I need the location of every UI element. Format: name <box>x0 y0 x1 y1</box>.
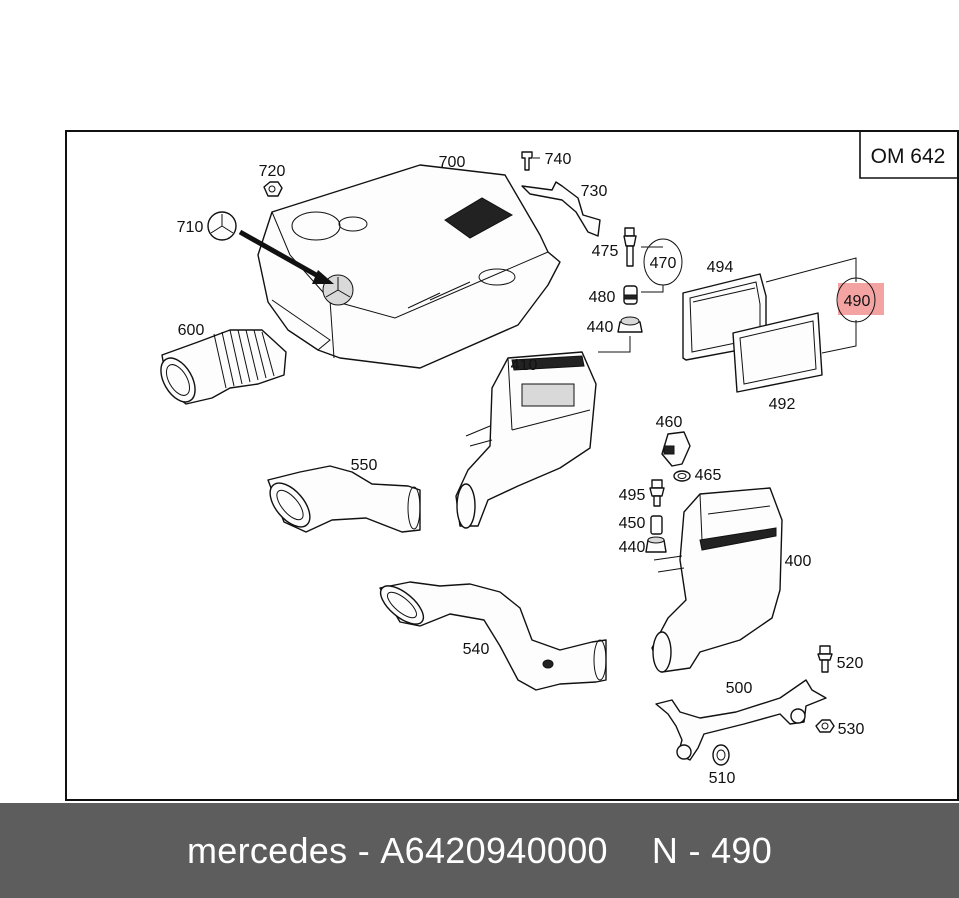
callout-710: 710 <box>177 219 204 236</box>
highlighted-callout-490[interactable]: 490 <box>836 277 884 323</box>
sleeve-480[interactable] <box>623 285 638 305</box>
callout-495: 495 <box>619 487 646 504</box>
part-info-footer: mercedes - A6420940000 N - 490 <box>0 803 959 898</box>
callout-510: 510 <box>709 770 736 787</box>
callout-440-lower: 440 <box>619 539 646 556</box>
callout-494: 494 <box>707 259 734 276</box>
nut-530[interactable] <box>815 719 835 733</box>
bolt-495[interactable] <box>649 479 665 507</box>
highlight-box <box>838 283 884 315</box>
callout-450: 450 <box>619 515 646 532</box>
group-callout-470[interactable]: 470 <box>641 238 683 293</box>
parts-diagram: OM 642 700 740 720 730 710 <box>65 130 959 801</box>
callout-720: 720 <box>259 163 286 180</box>
rubber-mount-440-lower[interactable] <box>645 536 667 553</box>
callout-400: 400 <box>785 553 812 570</box>
engine-code-label: OM 642 <box>871 145 946 168</box>
leader-490-bottom <box>821 320 857 354</box>
callout-475: 475 <box>592 243 619 260</box>
grommet-510[interactable] <box>712 744 730 766</box>
part-number: A6420940000 <box>380 829 608 871</box>
leader-440 <box>598 336 631 353</box>
engine-code-box: OM 642 <box>859 131 958 179</box>
callout-410: 410 <box>511 357 538 374</box>
star-emblem-710[interactable] <box>207 211 334 284</box>
air-filter-housing-410[interactable] <box>455 351 597 529</box>
callout-520: 520 <box>837 655 864 672</box>
rubber-mount-440[interactable] <box>617 316 643 333</box>
leader-490-top <box>765 257 857 283</box>
callout-460: 460 <box>656 414 683 431</box>
air-duct-540[interactable] <box>374 579 607 691</box>
bolt-520[interactable] <box>817 645 833 673</box>
svg-text:490: 490 <box>844 293 871 310</box>
callout-600: 600 <box>178 322 205 339</box>
diagram-frame <box>65 130 959 801</box>
callout-700: 700 <box>439 154 466 171</box>
callout-550: 550 <box>351 457 378 474</box>
bracket-500[interactable] <box>655 679 827 761</box>
svg-text:700: 700 <box>439 154 466 171</box>
brand-separator: - <box>357 829 371 871</box>
o-ring-465[interactable] <box>673 470 691 482</box>
callout-730: 730 <box>581 183 608 200</box>
bolt-740[interactable] <box>521 151 540 171</box>
bolt-475[interactable] <box>623 227 637 267</box>
air-filter-housing-400[interactable] <box>651 487 783 673</box>
filter-element-492[interactable] <box>732 312 823 393</box>
callout-740: 740 <box>545 151 572 168</box>
callout-492: 492 <box>769 396 796 413</box>
diagram-position: N - 490 <box>651 829 773 871</box>
callout-480: 480 <box>589 289 616 306</box>
intake-hose-600[interactable] <box>154 329 287 408</box>
svg-text:470: 470 <box>650 255 677 272</box>
sensor-460[interactable] <box>661 431 691 467</box>
callout-540: 540 <box>463 641 490 658</box>
sleeve-450[interactable] <box>650 515 663 535</box>
engine-cover-700[interactable] <box>257 164 561 369</box>
air-duct-550[interactable] <box>263 465 421 534</box>
callout-530: 530 <box>838 721 865 738</box>
callout-500: 500 <box>726 680 753 697</box>
callout-465: 465 <box>695 467 722 484</box>
callout-440-upper: 440 <box>587 319 614 336</box>
nut-720[interactable] <box>263 181 283 197</box>
brand-name: mercedes <box>186 829 348 871</box>
bracket-730[interactable] <box>521 181 601 237</box>
